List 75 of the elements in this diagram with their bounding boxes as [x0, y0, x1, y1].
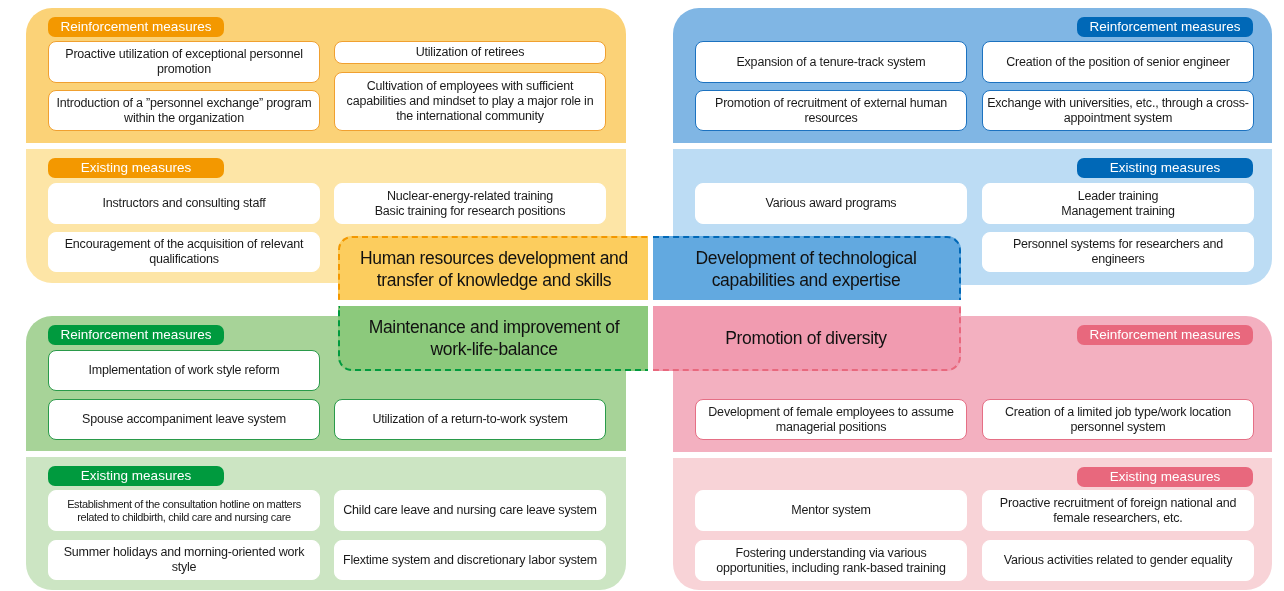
measures-band — [26, 457, 626, 590]
theme-title: Maintenance and improvement of work-life-balance — [367, 315, 621, 360]
measure-text: Encouragement of the acquisition of relevant qualifications — [63, 237, 305, 267]
measure-text: Instructors and consulting staff — [102, 196, 266, 211]
measure-text: Proactive recruitment of foreign national and female researchers, etc. — [998, 495, 1238, 526]
measure-box — [48, 350, 320, 391]
measure-box — [48, 232, 320, 272]
measure-text: Establishment of the consultation hotline on matters related to childbirth, child care and nursing care — [66, 497, 302, 524]
measure-text: Fostering understanding via various opportunities, including rank-based training — [715, 545, 947, 576]
measure-text: Development of female employees to assume managerial positions — [707, 404, 955, 435]
measure-text: Management training — [1061, 203, 1175, 219]
measure-text: Spouse accompaniment leave system — [82, 412, 286, 427]
measure-box — [334, 41, 606, 64]
category-tag: Reinforcement measures — [48, 17, 224, 37]
measure-box — [48, 399, 320, 440]
measure-text: Summer holidays and morning-oriented work style — [62, 545, 306, 575]
measure-text: Leader training — [1077, 188, 1159, 204]
measure-box — [334, 399, 606, 440]
theme-overlay — [653, 236, 961, 300]
measure-box — [695, 490, 967, 531]
measure-text: Nuclear-energy-related training — [386, 188, 554, 204]
measure-box — [48, 540, 320, 580]
measure-box — [48, 41, 320, 83]
measure-text: Proactive utilization of exceptional personnel promotion — [64, 47, 304, 77]
measure-box — [334, 490, 606, 531]
theme-title: Development of technological capabilities and expertise — [694, 247, 918, 291]
measure-text: Various activities related to gender equality — [1003, 553, 1233, 568]
measure-box — [695, 41, 967, 83]
category-tag: Existing measures — [1077, 467, 1253, 487]
measure-box — [982, 232, 1254, 272]
measure-box — [48, 90, 320, 131]
measure-text: Utilization of a return-to-work system — [372, 412, 568, 427]
measure-text: Mentor system — [791, 503, 871, 518]
measure-text: Various award programs — [765, 196, 897, 211]
measure-box — [982, 41, 1254, 83]
measure-box — [982, 540, 1254, 581]
measure-box — [334, 183, 606, 224]
theme-overlay — [338, 306, 648, 371]
category-tag: Reinforcement measures — [1077, 17, 1253, 37]
measure-text: Basic training for research positions — [374, 203, 566, 219]
theme-title: Human resources development and transfer of knowledge and skills — [359, 247, 629, 291]
measure-text: Expansion of a tenure-track system — [736, 54, 926, 70]
measures-band — [673, 8, 1272, 143]
measures-band — [26, 8, 626, 143]
measure-box — [48, 183, 320, 224]
measure-text: Utilization of retirees — [415, 45, 525, 60]
measure-text: Implementation of work style reform — [88, 363, 280, 378]
theme-title: Promotion of diversity — [725, 326, 887, 349]
category-tag: Existing measures — [1077, 158, 1253, 178]
measure-text: Flextime system and discretionary labor system — [342, 552, 598, 568]
category-tag: Existing measures — [48, 466, 224, 486]
measure-box — [695, 540, 967, 581]
measure-box — [982, 399, 1254, 440]
measure-box — [334, 72, 606, 131]
measure-text: Personnel systems for researchers and engineers — [1011, 237, 1225, 267]
measure-text: Creation of the position of senior engineer — [1006, 54, 1230, 70]
measure-text: Exchange with universities, etc., through a cross-appointment system — [987, 95, 1249, 126]
measure-box — [48, 490, 320, 531]
measure-text: Creation of a limited job type/work location personnel system — [1003, 404, 1232, 435]
measure-box — [695, 399, 967, 440]
measures-band — [673, 458, 1272, 590]
theme-overlay — [338, 236, 648, 300]
measure-box — [334, 540, 606, 580]
measure-box — [695, 90, 967, 131]
measure-text: Introduction of a ”personnel exchange” program within the organization — [55, 95, 313, 126]
theme-overlay — [653, 306, 961, 371]
category-tag: Existing measures — [48, 158, 224, 178]
category-tag: Reinforcement measures — [1077, 325, 1253, 345]
measure-text: Child care leave and nursing care leave system — [343, 503, 597, 518]
measure-box — [982, 183, 1254, 224]
measure-box — [982, 490, 1254, 531]
measure-text: Cultivation of employees with sufficient capabilities and mindset to play a major role in the international community — [345, 79, 595, 124]
measure-text: Promotion of recruitment of external human resources — [714, 95, 948, 126]
measure-box — [695, 183, 967, 224]
category-tag: Reinforcement measures — [48, 325, 224, 345]
